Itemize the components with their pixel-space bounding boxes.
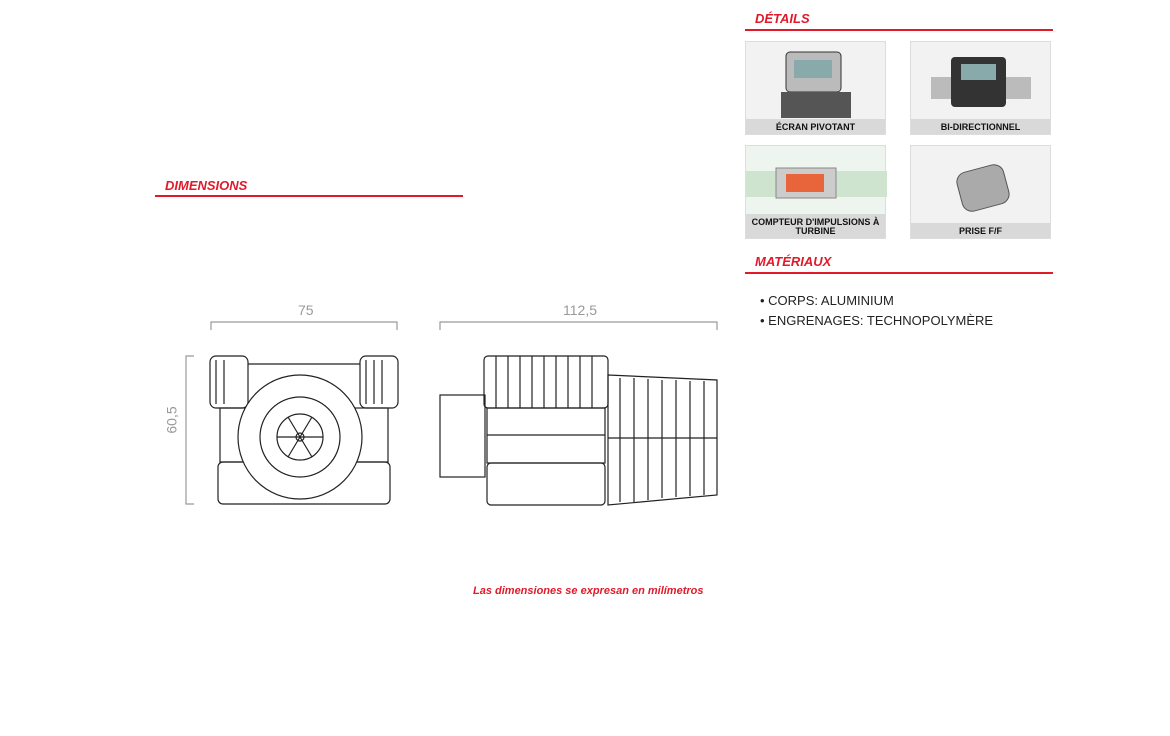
materials-title: MATÉRIAUX	[755, 254, 832, 269]
dimensions-title: DIMENSIONS	[165, 178, 248, 193]
detail-label: BI-DIRECTIONNEL	[911, 119, 1050, 134]
material-item: • CORPS: ALUMINIUM	[760, 293, 894, 308]
turbine-image	[746, 167, 887, 199]
dimension-length: 112,5	[563, 302, 597, 318]
detail-label: ÉCRAN PIVOTANT	[746, 119, 885, 134]
material-item: • ENGRENAGES: TECHNOPOLYMÈRE	[760, 313, 994, 328]
detail-card-ecran-pivotant[interactable]: ÉCRAN PIVOTANT	[745, 41, 886, 135]
fitting-image	[956, 164, 1010, 212]
dimensions-divider	[155, 195, 463, 197]
details-divider	[745, 29, 1053, 31]
dimensions-note: Las dimensiones se expresan en milímetro…	[473, 585, 704, 597]
detail-card-bi-directionnel[interactable]: BI-DIRECTIONNEL	[910, 41, 1051, 135]
detail-label: PRISE F/F	[911, 223, 1050, 238]
front-view	[209, 355, 399, 505]
detail-card-prise-ff[interactable]: PRISE F/F	[910, 145, 1051, 239]
detail-card-compteur-turbine[interactable]: COMPTEUR D'IMPULSIONS À TURBINE	[745, 145, 887, 239]
materials-divider	[745, 272, 1053, 274]
rotating-screen-image	[781, 51, 851, 118]
side-view	[439, 355, 718, 506]
detail-label: COMPTEUR D'IMPULSIONS À TURBINE	[746, 214, 885, 238]
technical-drawing	[185, 321, 718, 506]
bidirectional-image	[931, 57, 1031, 107]
details-title: DÉTAILS	[755, 11, 810, 26]
dimension-width: 75	[298, 302, 314, 318]
